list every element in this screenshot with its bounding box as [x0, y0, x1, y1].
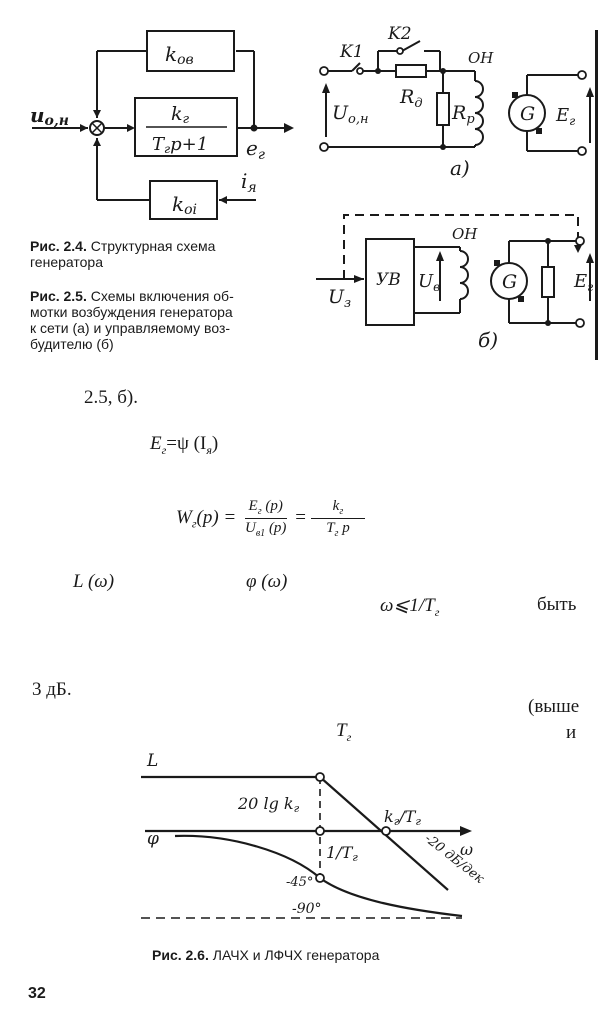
caption-number: Рис. 2.6. [152, 947, 209, 963]
minus-90-label: -90° [292, 901, 322, 917]
gain-label: 20 lg kг [237, 794, 300, 815]
resistor-rd [395, 64, 427, 78]
exciter-uv-block [365, 238, 415, 326]
generator-label: G [520, 103, 535, 125]
corner-frequency-label: 1/Tг [326, 843, 358, 864]
resistor-rp [436, 92, 450, 126]
feedback-i-label: iя [241, 169, 257, 196]
winding-on-label: ОН [452, 225, 478, 243]
winding-on [459, 250, 469, 300]
figure-reference: 2.5, б). [84, 387, 138, 408]
resistor-rp-label: Rр [451, 102, 475, 127]
equation-emf: Eг=ψ (Iя) [150, 433, 219, 457]
figure-2-6-bode-plot: L φ ω 20 lg kг 1/Tг kг/Tг -20 дБ/дек -45… [141, 751, 487, 919]
voltage-uv-label: Uв [418, 271, 440, 294]
figure-2-6-caption: Рис. 2.6. ЛАЧХ и ЛФЧХ генератора [152, 947, 379, 963]
text-vyshe: (выше [528, 696, 580, 717]
caption-text: Структурная схема генератора [30, 238, 216, 270]
winding-on [474, 80, 484, 146]
exciter-uv-label: УВ [376, 270, 401, 290]
figure-2-5b-circuit: УВ ОН Uз Uв G Eг б) [316, 214, 594, 352]
resistor-rd-label: Rд [399, 86, 423, 111]
text-phi-omega: φ (ω) [246, 571, 288, 592]
caption-line: Схемы включения об- [90, 288, 234, 304]
subfigure-tag-a: а) [450, 156, 470, 180]
caption-number: Рис. 2.5. [30, 288, 87, 304]
page-number: 32 [28, 985, 46, 1002]
caption-line: будителю (б) [30, 336, 114, 352]
switch-k2-label: K2 [387, 24, 412, 44]
axis-phi-label: φ [147, 829, 159, 849]
k-oe-label: kов [165, 42, 194, 68]
input-u-label: uо,н [30, 103, 69, 129]
margin-bar [595, 30, 598, 360]
text-omega-condition: ω⩽1/Tг [380, 595, 440, 619]
caption-line: к сети (а) и управляемому воз- [30, 320, 231, 336]
omega-axis-arrow [460, 826, 472, 836]
figure-2-4-block-diagram: kов kг Tгp+1 kоi uо,н eг iя [30, 30, 294, 220]
slope-label: -20 дБ/дек [422, 831, 487, 887]
subfigure-tag-b: б) [478, 328, 498, 352]
figure-2-5a-circuit: K1 K2 ОН Uо,н Rд Rр G Eг а) [319, 24, 594, 180]
input-u-label: Uо,н [332, 102, 369, 127]
text-tg: Tг [336, 720, 352, 744]
text-l-omega: L (ω) [73, 571, 115, 592]
switch-k1-label: K1 [339, 42, 364, 62]
output-e-label: eг [246, 136, 265, 163]
caption-number: Рис. 2.4. [30, 238, 87, 254]
crossover-label: kг/Tг [384, 807, 421, 828]
axis-l-label: L [146, 751, 158, 771]
caption-line: мотки возбуждения генератора [30, 304, 233, 320]
text-i: и [566, 722, 577, 743]
winding-on-label: ОН [468, 49, 494, 67]
emf-label: Eг [573, 271, 593, 294]
text-byt: быть [537, 594, 577, 615]
k-oi-label: kоi [172, 192, 197, 218]
figure-2-4-caption: Рис. 2.4. Структурная схема генератора [30, 238, 278, 270]
k-g-label: kг [171, 103, 190, 127]
feedback-dashed [343, 214, 579, 279]
text-three-db: 3 дБ. [32, 679, 72, 700]
emf-label: Eг [555, 105, 575, 128]
caption-text: ЛАЧХ и ЛФЧХ генератора [212, 947, 380, 963]
tf-denominator: Tгp+1 [152, 134, 208, 156]
figure-2-5-caption: Рис. 2.5. Схемы включения об- мотки возб… [30, 288, 280, 352]
generator-label: G [502, 271, 517, 293]
minus-45-label: -45° [286, 875, 313, 890]
control-u-label: Uз [328, 286, 351, 311]
axis-omega-label: ω [460, 840, 473, 859]
